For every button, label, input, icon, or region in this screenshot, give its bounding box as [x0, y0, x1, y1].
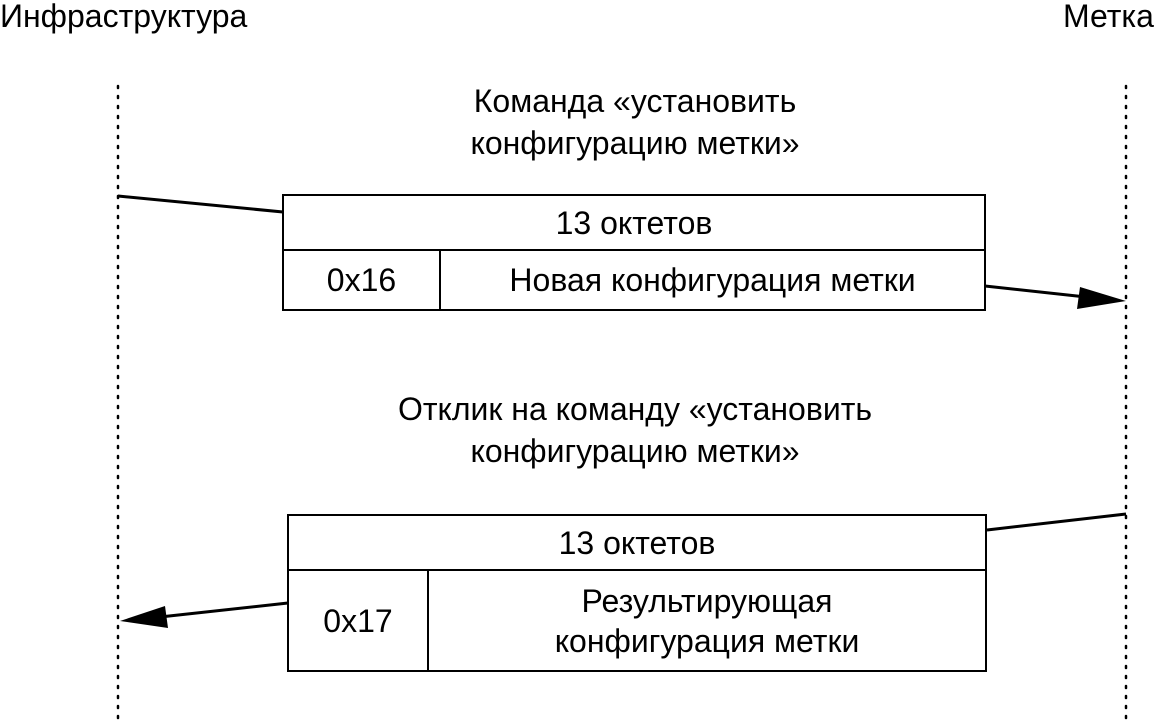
request-caption-line1: Команда «установить [473, 83, 797, 119]
request-payload-cell: Новая конфигурация метки [441, 251, 984, 309]
request-frame: 13 октетов 0x16 Новая конфигурация метки [282, 194, 986, 311]
response-payload-line2: конфигурация метки [554, 622, 860, 659]
response-code-cell: 0x17 [289, 571, 427, 670]
request-caption-line2: конфигурацию метки» [470, 125, 800, 161]
response-arrowhead [120, 606, 168, 628]
response-caption-line2: конфигурацию метки» [470, 433, 800, 469]
response-size-label: 13 октетов [558, 524, 716, 561]
response-payload-line1: Результирующая [581, 582, 833, 619]
response-line-out [159, 601, 289, 619]
request-caption: Команда «установить конфигурацию метки» [335, 80, 935, 164]
response-frame: 13 октетов 0x17 Результирующая конфигура… [287, 514, 987, 672]
response-divider [289, 569, 985, 571]
response-payload-cell: Результирующая конфигурация метки [429, 571, 985, 670]
right-party-label: Метка [1063, 0, 1154, 34]
response-code: 0x17 [323, 602, 393, 639]
response-caption-line1: Отклик на команду «установить [397, 391, 873, 427]
request-line-in [117, 194, 284, 214]
response-caption: Отклик на команду «установить конфигурац… [335, 388, 935, 472]
request-line-out [984, 284, 1087, 299]
request-code-cell: 0x16 [284, 251, 439, 309]
request-size-cell: 13 октетов [284, 196, 984, 249]
left-party-label: Инфраструктура [0, 0, 248, 34]
request-arrowhead [1077, 287, 1126, 309]
request-code: 0x16 [326, 262, 397, 298]
request-size-label: 13 октетов [555, 204, 713, 241]
response-size-cell: 13 октетов [289, 516, 985, 569]
request-cell-divider [439, 251, 441, 309]
response-cell-divider [427, 571, 429, 670]
request-payload: Новая конфигурация метки [509, 262, 916, 298]
response-line-in [986, 512, 1127, 532]
request-divider [284, 249, 984, 251]
